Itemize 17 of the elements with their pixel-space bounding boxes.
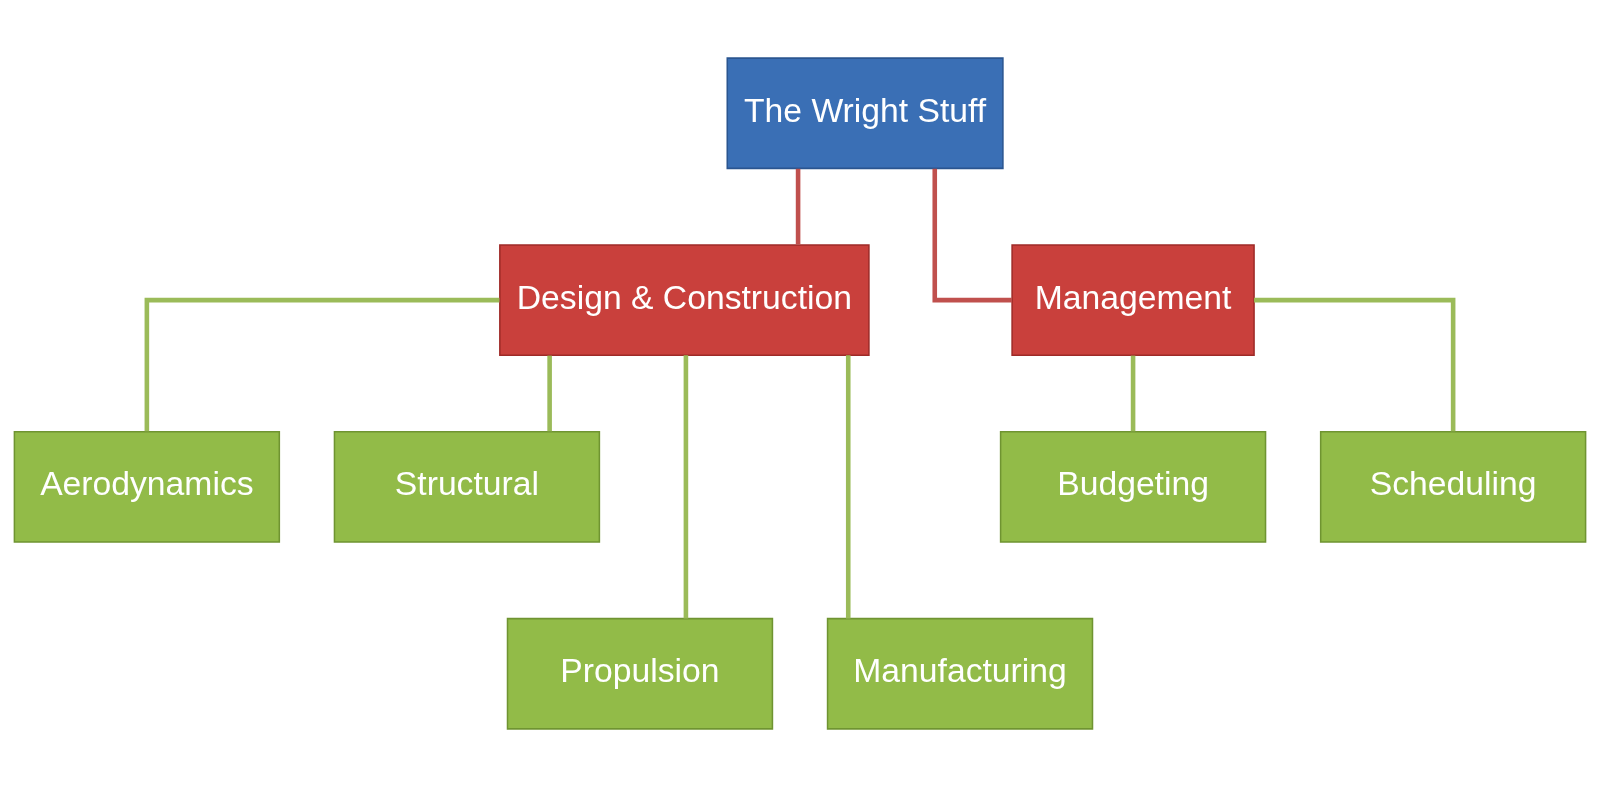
connector [1254, 297, 1456, 432]
node-box: Scheduling [1319, 431, 1587, 543]
node-box: Management [1011, 244, 1255, 356]
connector [932, 168, 1012, 303]
node-box: Manufacturing [826, 617, 1094, 730]
connector [547, 355, 552, 432]
node-box: Structural [333, 431, 601, 543]
connector [683, 355, 689, 619]
connector [845, 355, 851, 619]
connector [1130, 355, 1136, 432]
connector [144, 297, 500, 432]
node-box: Budgeting [999, 431, 1267, 543]
node-box: The Wright Stuff [726, 57, 1004, 170]
connector [795, 168, 801, 245]
node-box: Propulsion [506, 617, 774, 730]
node-box: Design & Construction [499, 244, 870, 356]
node-box: Aerodynamics [13, 431, 281, 543]
